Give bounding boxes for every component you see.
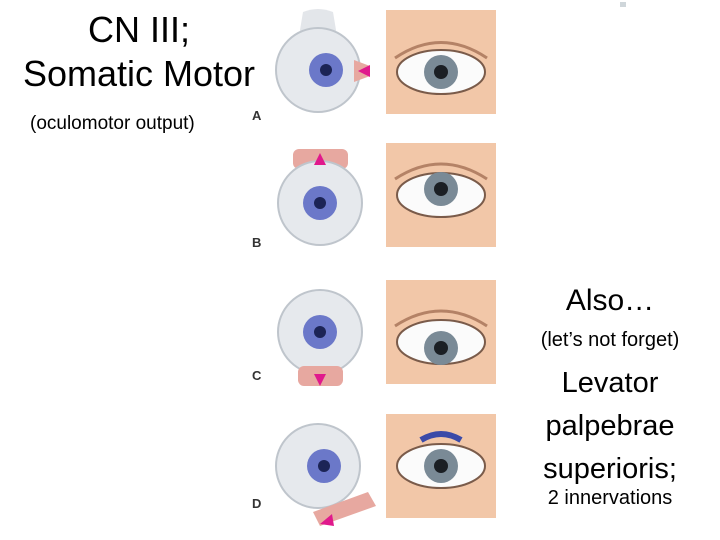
title-line-2: Somatic Motor xyxy=(22,53,256,94)
panel-a: A xyxy=(252,2,498,123)
eye-diagram-d xyxy=(275,414,496,526)
eye-pupil xyxy=(434,65,448,79)
eye-diagram-a xyxy=(275,9,496,114)
arrow-icon xyxy=(320,514,334,526)
levator-line-1: Levator xyxy=(561,367,659,399)
eyelid-crease xyxy=(394,309,488,328)
eyeball-pupil xyxy=(314,326,326,338)
panel-letter-b: B xyxy=(252,235,262,250)
panel-letter-c: C xyxy=(252,368,262,383)
arrow-icon xyxy=(314,374,326,386)
panel-letter-d: D xyxy=(252,496,262,511)
levator-highlight xyxy=(419,431,463,443)
eyeball-pupil xyxy=(318,460,330,472)
eye-diagram-c xyxy=(277,280,496,386)
eyelid-crease xyxy=(394,162,488,181)
title-line-1: CN III; xyxy=(87,9,190,50)
panel-c: C xyxy=(252,274,498,392)
levator-line-3: superioris; xyxy=(543,453,677,485)
forget-note: (let’s not forget) xyxy=(540,329,680,351)
eye-pupil xyxy=(434,341,448,355)
panel-b: B xyxy=(252,137,498,255)
innervations-note: 2 innervations xyxy=(547,487,673,509)
eye-pupil xyxy=(434,182,448,196)
eyelid-crease xyxy=(394,41,488,60)
decorative-mark xyxy=(620,2,626,7)
eyeball-pupil xyxy=(314,197,326,209)
panel-letter-a: A xyxy=(252,108,262,123)
title: CN III; Somatic Motor xyxy=(0,8,278,96)
also-heading: Also… xyxy=(565,284,655,317)
arrow-icon xyxy=(358,65,370,77)
arrow-icon xyxy=(314,153,326,165)
eyeball-pupil xyxy=(320,64,332,76)
eye-pupil xyxy=(434,459,448,473)
eye-diagram-b xyxy=(277,143,496,247)
panel-d: D xyxy=(252,410,498,528)
subtitle: (oculomotor output) xyxy=(30,113,195,134)
levator-label: Levator palpebrae superioris; xyxy=(505,362,715,491)
levator-line-2: palpebrae xyxy=(545,410,675,442)
